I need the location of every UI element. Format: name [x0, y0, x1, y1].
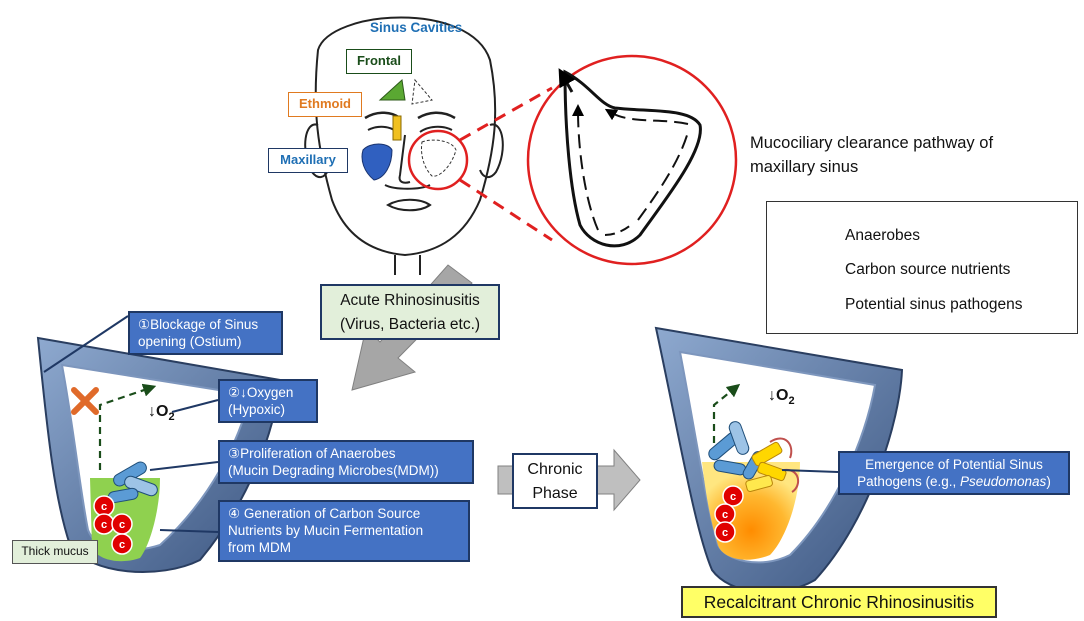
- maxillary-sinus-outline: [563, 69, 702, 248]
- acute-line1: Acute Rhinosinusitis: [340, 292, 480, 309]
- carbon-symbol: c: [119, 519, 125, 531]
- chronic-oxygen-arrow: ↓O: [768, 387, 788, 404]
- carbon-symbol: c: [722, 527, 728, 539]
- acute-line2: (Virus, Bacteria etc.): [339, 316, 481, 333]
- frontal-label: Frontal: [346, 49, 412, 74]
- step-connectors: [43, 315, 219, 533]
- step-3-line1: ③Proliferation of Anaerobes: [228, 446, 396, 461]
- chronic-line1: Chronic: [527, 461, 583, 478]
- thick-mucus-label: Thick mucus: [12, 540, 98, 564]
- step-4-line1: ④ Generation of Carbon Source: [228, 506, 421, 521]
- step-3-box: ③Proliferation of Anaerobes (Mucin Degra…: [218, 440, 474, 484]
- chronic-green-path: [712, 383, 741, 455]
- carbon-symbol: c: [119, 539, 125, 551]
- maxillary-sinus-outline-right: [421, 139, 457, 177]
- emergence-connector: [781, 469, 839, 473]
- acute-oxygen-label: ↓O2: [148, 403, 175, 423]
- zoom-line-bottom: [459, 178, 553, 242]
- acute-rhinosinusitis-box: Acute Rhinosinusitis (Virus, Bacteria et…: [320, 284, 500, 340]
- acute-carbon-nutrients: [93, 495, 133, 555]
- ethmoid-label: Ethmoid: [288, 92, 362, 117]
- chronic-phase-label: Chronic Phase: [512, 453, 598, 509]
- acute-anaerobes: [107, 461, 158, 504]
- zoom-line-top: [459, 86, 553, 142]
- acute-oxygen-arrow: ↓O: [148, 403, 168, 420]
- step-1-line1: ①Blockage of Sinus: [138, 317, 259, 332]
- clearance-arrows: [558, 68, 689, 236]
- emergence-suffix: ): [1046, 474, 1051, 489]
- step-2-box: ②↓Oxygen (Hypoxic): [218, 379, 318, 423]
- step-2-line2: (Hypoxic): [228, 402, 286, 417]
- emergence-line2: Pathogens (e.g., Pseudomonas): [848, 473, 1060, 490]
- maxillary-label: Maxillary: [268, 148, 348, 173]
- legend-anaerobes-label: Anaerobes: [845, 227, 920, 244]
- step-4-line3: from MDM: [228, 540, 291, 555]
- chronic-pathogens: [745, 437, 800, 493]
- recalcitrant-box: Recalcitrant Chronic Rhinosinusitis: [681, 586, 997, 618]
- legend-box: Anaerobes Carbon source nutrients Potent…: [766, 201, 1078, 334]
- emergence-line1: Emergence of Potential Sinus: [865, 457, 1043, 472]
- acute-oxygen-sub: 2: [168, 411, 174, 423]
- step-3-line2: (Mucin Degrading Microbes(MDM)): [228, 463, 439, 478]
- face-illustration: [304, 16, 504, 275]
- clearance-pathway-label: Mucociliary clearance pathway of maxilla…: [750, 131, 993, 179]
- zoom-circle-small: [407, 129, 469, 191]
- step-1-line2: opening (Ostium): [138, 334, 242, 349]
- emergence-prefix: Pathogens (e.g.,: [857, 474, 960, 489]
- clearance-label-line1: Mucociliary clearance pathway of: [750, 134, 994, 152]
- maxillary-sinus-shape: [361, 143, 393, 181]
- clearance-label-line2: maxillary sinus: [750, 158, 859, 176]
- zoom-circle-large: [526, 54, 738, 266]
- legend-pathogens-label: Potential sinus pathogens: [845, 296, 1023, 313]
- chronic-oxygen-label: ↓O2: [768, 387, 795, 407]
- acute-green-path: [98, 383, 157, 470]
- frontal-sinus-outline-right: [411, 78, 433, 105]
- emergence-italic: Pseudomonas: [960, 474, 1047, 489]
- legend-carbon-label: Carbon source nutrients: [845, 261, 1011, 278]
- chronic-oxygen-sub: 2: [788, 395, 794, 407]
- blockage-x-icon: [71, 387, 99, 415]
- sinus-cavities-label: Sinus Cavities: [370, 20, 463, 35]
- carbon-symbol: c: [101, 501, 107, 513]
- carbon-symbol: c: [730, 491, 736, 503]
- carbon-symbol: c: [101, 519, 107, 531]
- step-1-box: ①Blockage of Sinus opening (Ostium): [128, 311, 283, 355]
- step-4-box: ④ Generation of Carbon Source Nutrients …: [218, 500, 470, 562]
- carbon-symbol: c: [722, 509, 728, 521]
- chronic-carbon-nutrients: [714, 485, 744, 543]
- chronic-line2: Phase: [532, 485, 578, 502]
- step-4-line2: Nutrients by Mucin Fermentation: [228, 523, 424, 538]
- emergence-box: Emergence of Potential Sinus Pathogens (…: [838, 451, 1070, 495]
- ethmoid-sinus-shape: [392, 115, 402, 141]
- frontal-sinus-shape: [378, 79, 406, 101]
- step-2-line1: ②↓Oxygen: [228, 385, 294, 400]
